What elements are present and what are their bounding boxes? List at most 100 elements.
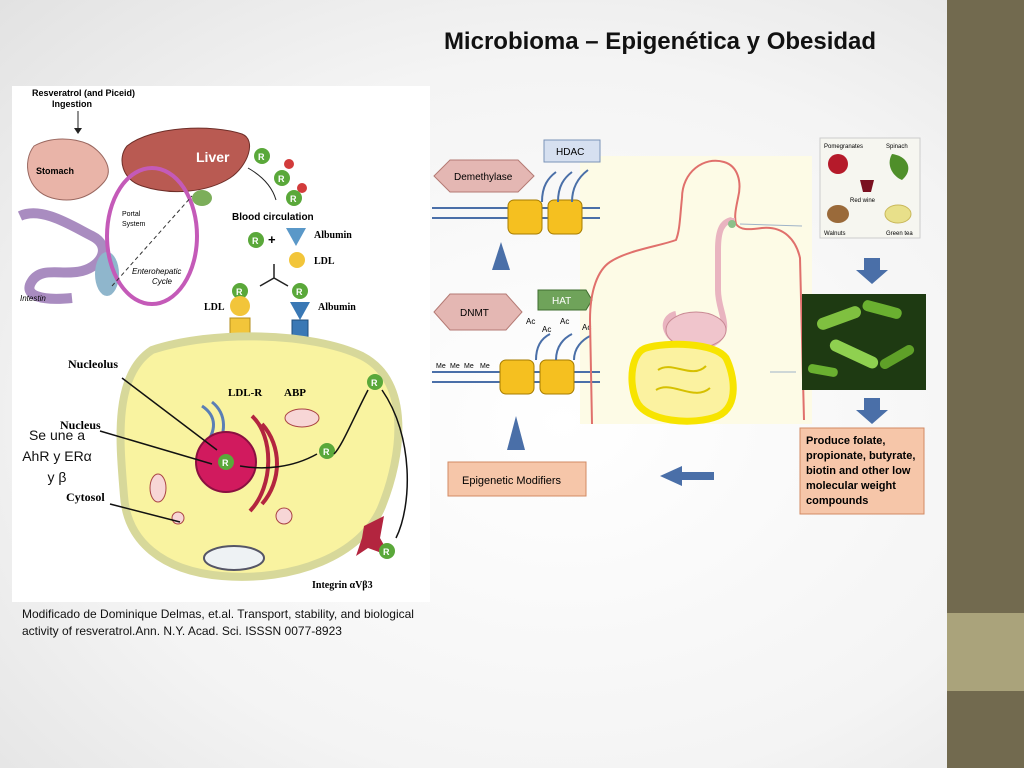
ingestion-label-1: Resveratrol (and Piceid): [32, 88, 135, 98]
extracellular-r-label: R: [371, 378, 378, 388]
food-label-green-tea: Green tea: [886, 231, 913, 237]
entry-arrow: [333, 389, 369, 455]
caption-line-1: Modificado de Dominique Delmas, et.al. T…: [22, 607, 414, 621]
resveratrol-diagram: Resveratrol (and Piceid) Ingestion Stoma…: [17, 88, 408, 591]
ac-label-3: Ac: [560, 317, 569, 326]
endoplasmic-reticulum: [248, 414, 279, 513]
red-wine-icon: [860, 180, 874, 192]
overlay-line-2: AhR y ERα: [22, 448, 92, 464]
metabolite-r-marker-2: [274, 170, 290, 186]
metabolite-r-label-1: R: [258, 152, 265, 162]
demethylase-label: Demethylase: [454, 172, 513, 183]
hdac-label: HDAC: [556, 147, 584, 158]
microbiome-epigenetics-figure: Demethylase HDAC DNMT HAT Ac Ac Ac Ac Me…: [432, 90, 942, 522]
split-arrow: [259, 264, 289, 287]
metabolite-r-marker-3: [286, 190, 302, 206]
bacterium-4: [879, 345, 915, 369]
bacterium-1: [817, 306, 861, 330]
intestin-label: Intestin: [20, 294, 46, 303]
abp-r-marker-label: R: [296, 287, 303, 297]
ldl-r-marker-label: R: [236, 287, 243, 297]
ldl-top-label: LDL: [314, 256, 335, 267]
ldl-icon: [289, 252, 305, 268]
ac-label-4: Ac: [582, 323, 591, 332]
demethylase-box: [433, 159, 535, 193]
nucleolus-label: Nucleolus: [68, 357, 118, 371]
albumin-bound-icon: [290, 302, 310, 320]
enterohepatic-label-1: Enterohepatic: [132, 267, 181, 276]
metabolite-r-marker-1: [254, 148, 270, 164]
enterohepatic-cycle-ring: [105, 166, 199, 306]
portal-label-1: Portal: [122, 211, 141, 218]
free-r-label: R: [252, 236, 259, 246]
caption-line-2: activity of resveratrol.Ann. N.Y. Acad. …: [22, 624, 342, 638]
metabolite-g-marker-1: [284, 159, 294, 169]
overlay-line-1: Se une a: [28, 427, 86, 443]
nucleus-arrow: [99, 430, 213, 465]
produce-box: [799, 427, 925, 515]
epigenetic-modifiers-box: [447, 461, 587, 497]
metabolite-s-marker-1: [297, 183, 307, 193]
hdac-box: [543, 139, 601, 163]
nucleolus-arrow: [121, 377, 218, 451]
overlay-line-3: y β: [47, 469, 67, 485]
nuclear-r-marker: [218, 454, 234, 470]
albumin-icon: [286, 228, 306, 246]
cytosol-r-label: R: [323, 447, 330, 457]
ldl-left-label: LDL: [204, 302, 225, 313]
nucleus-label: Nucleus: [60, 418, 101, 432]
nucleosome-top-1: [507, 199, 543, 235]
produce-line-4: molecular weight: [806, 480, 896, 492]
hat-box: [537, 289, 593, 311]
intestine-organ: [628, 340, 737, 425]
mitochondrion-2: [149, 473, 167, 503]
up-arrow-bottom: [507, 416, 525, 450]
blood-circulation-label: Blood circulation: [232, 212, 314, 223]
ldl-particle: [230, 296, 250, 316]
integrin-label: Integrin αVβ3: [312, 580, 373, 591]
stomach-shape: [27, 138, 109, 201]
vacuole: [203, 545, 265, 571]
nucleosome-bottom-1: [499, 359, 535, 395]
figure-caption: Modificado de Dominique Delmas, et.al. T…: [22, 606, 462, 640]
me-label-3: Me: [464, 363, 474, 370]
spinach-icon: [889, 154, 909, 180]
food-label-red-wine: Red wine: [850, 198, 876, 204]
food-label-pomegranates: Pomegranates: [824, 144, 863, 150]
me-label-4: Me: [480, 363, 490, 370]
enterohepatic-label-2: Cycle: [152, 277, 173, 286]
portal-label-2: System: [122, 221, 146, 228]
down-arrow-2: [856, 398, 888, 424]
ldl-r-marker: [232, 283, 248, 299]
abp-label: ABP: [284, 387, 306, 399]
metabolite-r-label-3: R: [290, 194, 297, 204]
down-arrow-1: [856, 258, 888, 284]
hat-label: HAT: [552, 296, 571, 307]
resveratrol-transport-figure: Resveratrol (and Piceid) Ingestion Stoma…: [12, 86, 430, 602]
metabolite-r-label-2: R: [278, 174, 285, 184]
cytosol-r-marker: [319, 443, 335, 459]
stomach-label: Stomach: [36, 166, 74, 176]
integrin-r-label: R: [383, 547, 390, 557]
ldl-r-label: LDL-R: [228, 387, 263, 399]
up-arrow-top: [492, 242, 510, 270]
nucleosome-bottom-2: [539, 359, 575, 395]
binding-overlay-label: Se une a AhR y ERα y β: [14, 425, 100, 488]
abp-r-marker: [292, 283, 308, 299]
small-intestine-loops: [655, 365, 711, 394]
mitochondrion-1: [284, 408, 320, 428]
food-label-spinach: Spinach: [886, 144, 908, 150]
free-r-marker: [248, 232, 264, 248]
sidebar-accent: [947, 613, 1024, 691]
microbiome-diagram: Demethylase HDAC DNMT HAT Ac Ac Ac Ac Me…: [432, 137, 926, 515]
liver-shape: [121, 127, 251, 193]
bacterium-2: [862, 300, 902, 319]
produce-line-5: compounds: [806, 495, 868, 507]
plus-sign: +: [268, 232, 276, 247]
nucleosome-top-2: [547, 199, 583, 235]
cytosol-to-nucleus-arrow: [239, 453, 318, 469]
ingestion-arrowhead: [74, 128, 82, 134]
integrin-arrow: [381, 389, 408, 539]
cytosol-label: Cytosol: [66, 490, 105, 504]
pomegranate-icon: [828, 154, 848, 174]
